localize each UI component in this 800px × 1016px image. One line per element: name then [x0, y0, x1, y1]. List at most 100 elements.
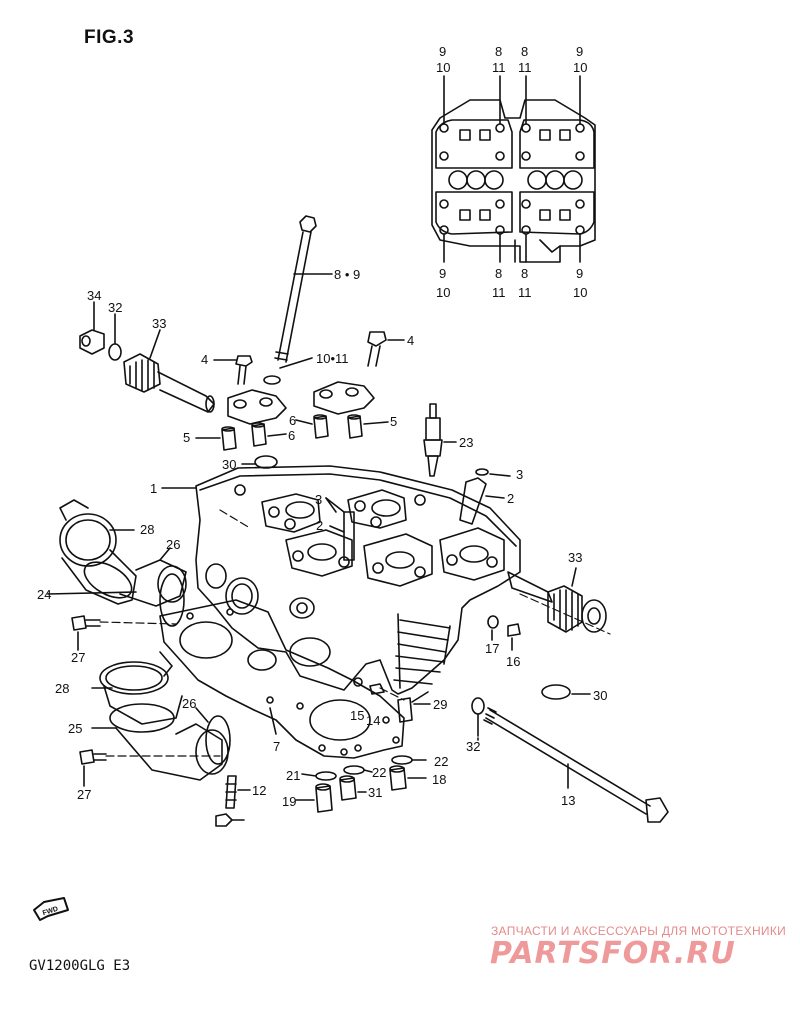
- callout-14: 14: [366, 713, 381, 728]
- callout-19: 31: [368, 785, 383, 800]
- inset-bottom-3a: 8: [521, 266, 528, 281]
- callout-3-right: 3: [516, 467, 524, 482]
- callout-6-upper: 6: [289, 413, 297, 428]
- o-ring-lower: [205, 715, 231, 765]
- guide-19: [339, 777, 357, 801]
- callout-4-right: 4: [407, 333, 415, 348]
- callout-23: 23: [459, 435, 474, 450]
- bolt-right-4: [367, 331, 405, 367]
- callout-34: 34: [87, 288, 102, 303]
- bolt-27-upper: [71, 615, 101, 651]
- callout-3-mid: 3: [315, 492, 323, 507]
- callout-25: 25: [68, 721, 83, 736]
- callout-24: 24: [37, 587, 52, 602]
- plug-cap-right: [541, 684, 571, 700]
- fwd-arrow-icon: [33, 897, 69, 921]
- cam-shaft-right: [507, 567, 607, 633]
- inset-bottom-1b: 10: [436, 285, 450, 300]
- inset-top-1b: 10: [436, 60, 450, 75]
- inset-top-4b: 10: [573, 60, 587, 75]
- plug-cap: [254, 455, 278, 469]
- watermark-tagline: ЗАПЧАСТИ И АКСЕССУАРЫ ДЛЯ МОТОТЕХНИКИ: [491, 924, 787, 938]
- callout-27-lower: 27: [77, 787, 92, 802]
- callout-6-lower: 6: [288, 428, 296, 443]
- inset-bottom-2b: 11: [492, 285, 506, 300]
- washer-22: [343, 765, 365, 775]
- guide-18: [315, 785, 333, 813]
- watermark-logo: PARTSFOR.RU: [490, 936, 736, 971]
- callout-15: 15: [350, 708, 365, 723]
- callout-29: 29: [433, 697, 448, 712]
- callout-33-right: 33: [568, 550, 583, 565]
- callout-32-right: 32: [466, 739, 481, 754]
- inset-head-top-view: [431, 75, 596, 263]
- callout-8-9: 8 • 9: [334, 267, 361, 282]
- callout-27-upper: 27: [71, 650, 86, 665]
- callout-7: 7: [273, 739, 281, 754]
- spark-plug: [423, 403, 457, 477]
- cam-shaft-left: [79, 301, 215, 413]
- inset-top-3a: 8: [521, 44, 528, 59]
- washer: [263, 375, 281, 385]
- inset-top-1a: 9: [439, 44, 446, 59]
- callout-4-left: 4: [201, 352, 209, 367]
- washer-32: [471, 697, 485, 715]
- callout-17: 17: [485, 641, 500, 656]
- rocker-holder-left: [227, 389, 287, 425]
- callout-33: 33: [152, 316, 167, 331]
- washer-22b: [391, 755, 413, 765]
- callout-26-lower: 26: [182, 696, 197, 711]
- callout-26-upper: 26: [166, 537, 181, 552]
- callout-18: 19: [282, 794, 297, 809]
- inset-top-3b: 11: [518, 60, 532, 75]
- callout-5-left: 5: [183, 430, 191, 445]
- stud-bolt-long: [274, 215, 333, 363]
- guide-20: [389, 767, 407, 791]
- intake-pipe-lower: [99, 651, 229, 781]
- callout-20: 18: [432, 772, 447, 787]
- callout-2-mid: 2: [316, 518, 324, 533]
- model-code: GV1200GLG E3: [29, 958, 131, 974]
- stud-12: [225, 775, 251, 809]
- callout-28-upper: 28: [140, 522, 155, 537]
- guide-29: [397, 697, 413, 723]
- callout-12: 12: [252, 783, 267, 798]
- nut-13: [215, 813, 233, 827]
- inset-bottom-4a: 9: [576, 266, 583, 281]
- inset-bottom-1a: 9: [439, 266, 446, 281]
- long-bolt-head: [645, 797, 669, 823]
- inset-top-2a: 8: [495, 44, 502, 59]
- inset-bottom-3b: 11: [518, 285, 532, 300]
- fwd-label: FWD: [42, 906, 59, 918]
- inset-bottom-4b: 10: [573, 285, 587, 300]
- cylinder-head: [195, 465, 521, 695]
- bolt-27-lower: [79, 749, 107, 787]
- rocker-holder-right: [313, 381, 375, 415]
- inset-labels: 9 10 8 11 8 11 9 10 9 10 8 11 8 11 9 10: [436, 44, 587, 300]
- inset-top-2b: 11: [492, 60, 506, 75]
- callout-22-mid: 22: [372, 765, 387, 780]
- dowel-pins: [195, 414, 389, 451]
- valve-guide-right: [459, 468, 511, 525]
- callout-10-11: 10•11: [316, 351, 349, 366]
- inset-top-4a: 9: [576, 44, 583, 59]
- o-ring-upper: [159, 573, 185, 627]
- callout-30-right: 30: [593, 688, 608, 703]
- intake-pipe-upper: [59, 499, 187, 607]
- callout-31: 13: [561, 793, 576, 808]
- washer-17: [487, 615, 499, 629]
- callout-30-top: 30: [222, 457, 237, 472]
- callout-5-right: 5: [390, 414, 398, 429]
- callout-22-right: 22: [434, 754, 449, 769]
- callout-16: 16: [506, 654, 521, 669]
- figure-title: FIG.3: [84, 27, 135, 48]
- inset-bottom-2a: 8: [495, 266, 502, 281]
- callout-32: 32: [108, 300, 123, 315]
- callout-28-lower: 28: [55, 681, 70, 696]
- bolt-16: [507, 623, 521, 637]
- washer-21: [315, 771, 337, 781]
- callout-1: 1: [150, 481, 158, 496]
- callout-2-right: 2: [507, 491, 515, 506]
